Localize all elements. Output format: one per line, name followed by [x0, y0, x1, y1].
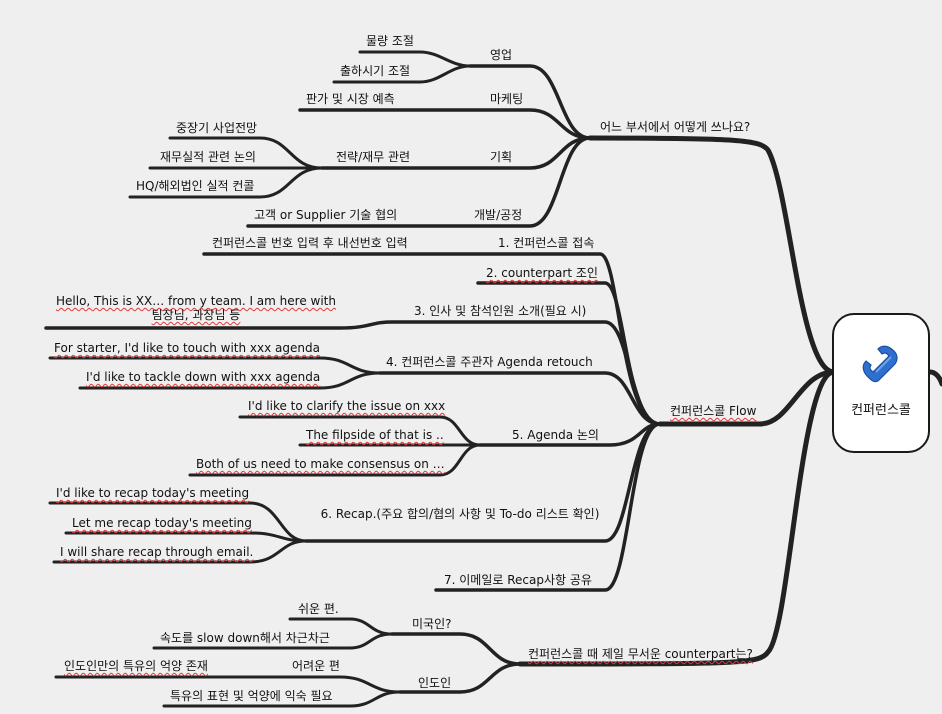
step-5-agenda[interactable]: 5. Agenda 논의 [512, 428, 599, 442]
connector-dev [246, 136, 592, 228]
connector-shipment [332, 64, 472, 84]
topic-american[interactable]: 미국인? [412, 617, 452, 631]
step-4-phrase-1[interactable]: For starter, I'd like to touch with xxx … [54, 341, 320, 355]
step-5-phrase-1[interactable]: I'd like to clarify the issue on xxx [248, 399, 446, 413]
step-6-phrase-3[interactable]: I will share recap through email. [60, 545, 254, 559]
step-4-retouch[interactable]: 4. 컨퍼런스콜 주관자 Agenda retouch [386, 355, 593, 369]
central-topic-label: 컨퍼런스콜 [851, 403, 911, 418]
connector-step3 [44, 320, 662, 426]
topic-strategy-finance[interactable]: 전략/재무 관련 [336, 150, 411, 164]
connector-central-right [927, 369, 942, 387]
topic-indian-expressions[interactable]: 특유의 표현 및 억양에 익숙 필요 [170, 689, 333, 703]
topic-american-slow-down[interactable]: 속도를 slow down해서 차근차근 [160, 631, 330, 645]
step-3-intro[interactable]: 3. 인사 및 참석인원 소개(필요 시) [414, 304, 587, 318]
topic-shipment-timing[interactable]: 출하시기 조절 [340, 64, 411, 78]
connector-step6-b [64, 531, 308, 543]
connector-central-departments [587, 135, 837, 375]
connector-step6-c [52, 539, 308, 564]
step-7-email[interactable]: 7. 이메일로 Recap사항 공유 [444, 573, 592, 587]
step-4-phrase-2[interactable]: I'd like to tackle down with xxx agenda [86, 370, 321, 384]
step-3-detail[interactable]: Hello, This is XX… from y team. I am her… [56, 294, 336, 322]
connector-american-slow [152, 632, 394, 650]
connector-indian-expressions [162, 690, 402, 708]
topic-planning[interactable]: 기획 [490, 150, 513, 164]
step-2-join[interactable]: 2. counterpart 조인 [486, 266, 598, 280]
topic-volume-control[interactable]: 물량 조절 [366, 34, 414, 48]
phone-icon [862, 345, 898, 383]
connector-step4 [378, 371, 662, 426]
central-topic[interactable]: 컨퍼런스콜 [832, 313, 930, 453]
topic-price-forecast[interactable]: 판가 및 시장 예측 [306, 92, 395, 106]
topic-marketing[interactable]: 마케팅 [490, 92, 524, 106]
topic-tech-discussion[interactable]: 고객 or Supplier 기술 협의 [254, 208, 398, 222]
topic-departments[interactable]: 어느 부서에서 어떻게 쓰나요? [600, 120, 751, 134]
topic-indian[interactable]: 인도인 [418, 676, 452, 690]
topic-dev-process[interactable]: 개발/공정 [474, 208, 523, 222]
topic-scary-counterpart[interactable]: 컨퍼런스콜 때 제일 무서운 counterpart는? [528, 647, 753, 661]
connector-american [390, 632, 522, 666]
step-6-phrase-1[interactable]: I'd like to recap today's meeting [56, 486, 250, 500]
topic-financial-results[interactable]: 재무실적 관련 논의 [160, 150, 256, 164]
step-6-recap[interactable]: 6. Recap.(주요 합의/협의 사항 및 To-do 리스트 확인) [320, 507, 600, 521]
step-5-phrase-3[interactable]: Both of us need to make consensus on … [196, 457, 445, 471]
connector-central-flow [657, 369, 837, 427]
step-6-phrase-2[interactable]: Let me recap today's meeting [72, 516, 252, 530]
topic-indian-hard[interactable]: 어려운 편 [292, 659, 340, 673]
connector-central-counterpart [517, 369, 837, 667]
step-1-detail[interactable]: 컨퍼런스콜 번호 입력 후 내선번호 입력 [212, 236, 408, 250]
step-1-connect[interactable]: 1. 컨퍼런스콜 접속 [498, 236, 595, 250]
connector-indian [398, 662, 522, 694]
topic-concall-flow[interactable]: 컨퍼런스콜 Flow [670, 404, 757, 418]
connector-step4-b [78, 371, 382, 390]
topic-sales[interactable]: 영업 [490, 48, 513, 62]
topic-indian-accent[interactable]: 인도인만의 특유의 억양 존재 [64, 659, 208, 673]
topic-american-easy[interactable]: 쉬운 편. [298, 602, 339, 616]
connector-step7 [434, 422, 662, 592]
connector-marketing [298, 108, 592, 140]
connector-hq [128, 166, 324, 199]
connector-sales [468, 64, 592, 140]
connector-step5-c [188, 443, 482, 477]
topic-mid-long-term-outlook[interactable]: 중장기 사업전망 [176, 121, 258, 135]
topic-hq-overseas-concall[interactable]: HQ/해외법인 실적 컨콜 [136, 179, 255, 193]
step-5-phrase-2[interactable]: The filpside of that is .. [306, 428, 444, 442]
